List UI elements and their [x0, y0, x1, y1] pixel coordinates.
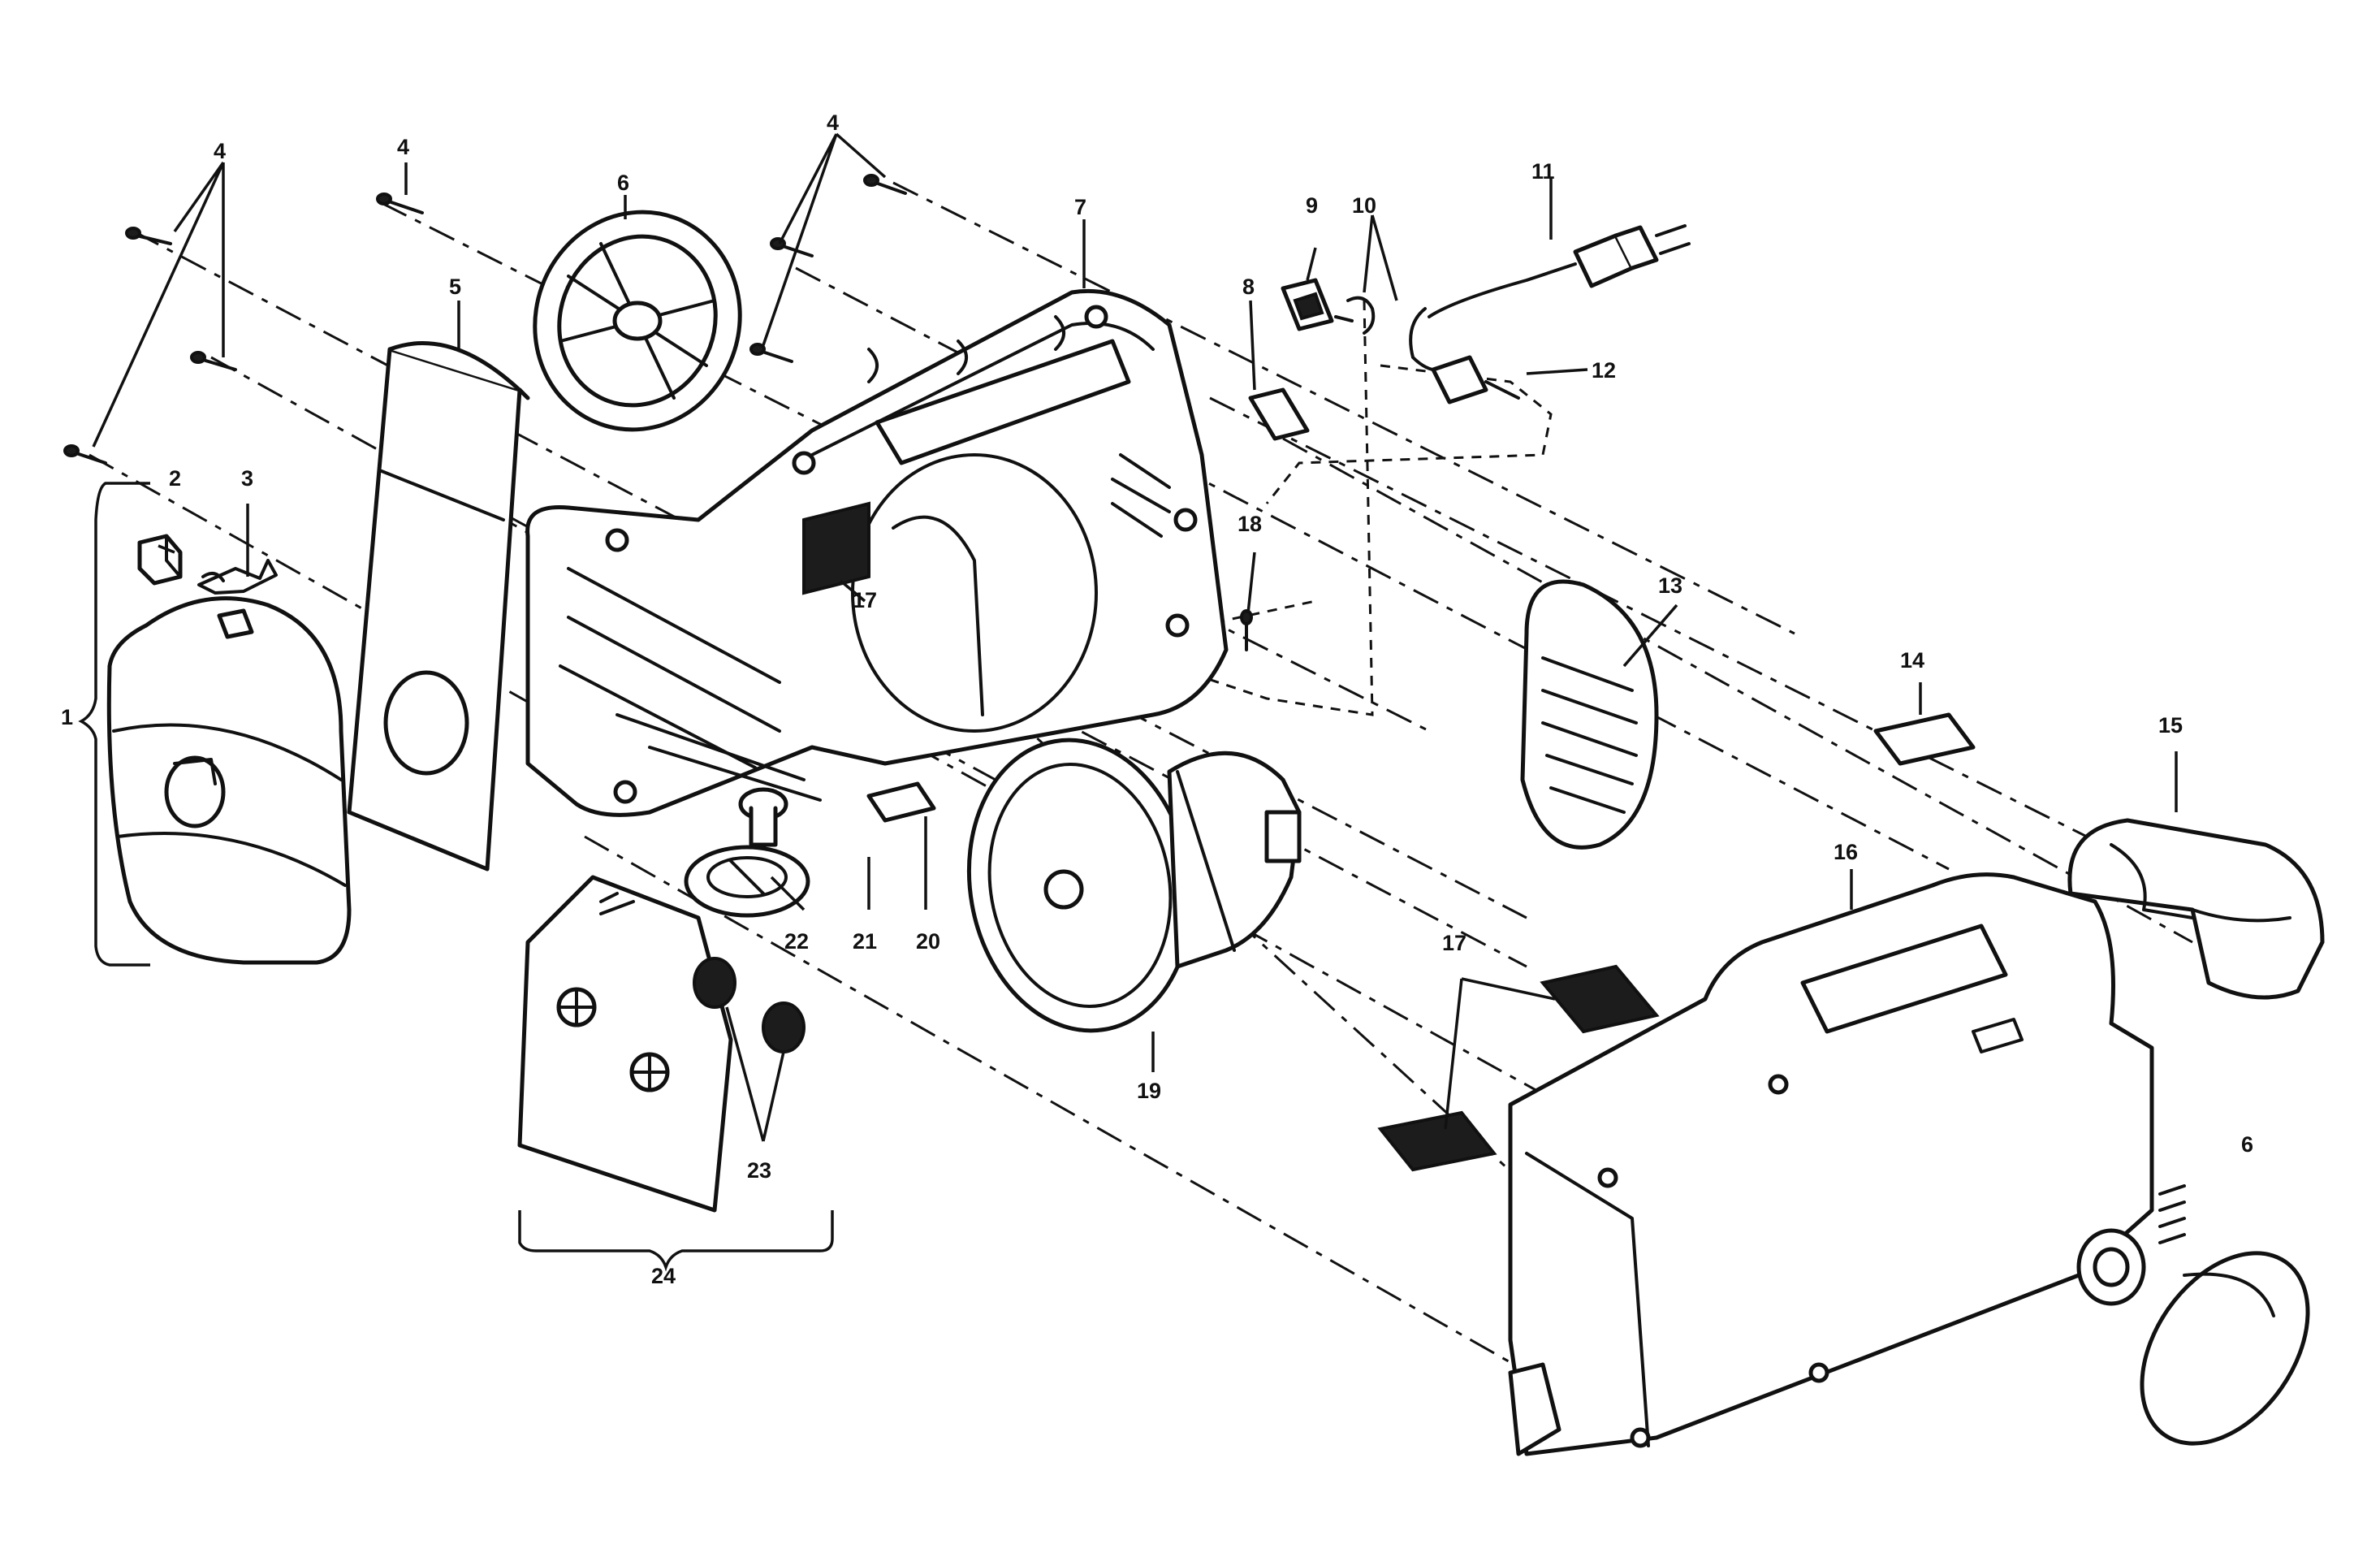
callout-23: 23	[747, 1158, 771, 1183]
front-cover	[106, 596, 352, 965]
callout-4-left: 4	[214, 139, 226, 163]
screw	[376, 193, 424, 214]
callout-3: 3	[241, 466, 253, 491]
motor	[966, 738, 1302, 1033]
callout-16: 16	[1834, 840, 1858, 864]
dirt-tube-seal	[684, 787, 810, 918]
callout-18: 18	[1238, 512, 1262, 536]
wheel-bottom	[2140, 1251, 2310, 1446]
bracket-24	[518, 1210, 834, 1272]
callout-8: 8	[1242, 275, 1255, 299]
callout-20: 20	[916, 929, 940, 954]
handle-grip	[2067, 818, 2325, 1000]
small-screw	[1240, 609, 1253, 651]
bag-retainer	[347, 341, 530, 872]
callout-24: 24	[651, 1264, 676, 1288]
callout-12: 12	[1592, 358, 1616, 383]
callout-4-mid: 4	[397, 135, 409, 159]
callout-9: 9	[1306, 193, 1318, 218]
screw	[770, 237, 814, 257]
switch-bracket	[1248, 387, 1310, 441]
callout-7: 7	[1074, 195, 1086, 219]
callout-15: 15	[2158, 713, 2183, 738]
gasket-block	[866, 781, 936, 823]
filter-upper	[802, 501, 870, 595]
power-cord-plug	[1409, 224, 1691, 372]
cover-plate	[1873, 712, 1976, 766]
callout-11: 11	[1531, 159, 1555, 184]
main-housing	[1508, 872, 2186, 1456]
latch	[137, 534, 183, 586]
callout-6-bottom: 6	[2241, 1132, 2253, 1157]
switch-terminals	[1334, 296, 1376, 335]
filter-lower-a	[1540, 964, 1660, 1034]
callout-19: 19	[1137, 1079, 1161, 1103]
callout-1: 1	[61, 705, 73, 729]
filter-lower-b	[1377, 1110, 1497, 1172]
callout-22: 22	[784, 929, 809, 954]
wheel-top	[533, 210, 742, 432]
callout-5: 5	[449, 275, 461, 299]
latch-spring	[197, 559, 278, 595]
callout-6-top: 6	[617, 171, 629, 195]
callout-10: 10	[1352, 193, 1376, 218]
bracket-1	[78, 482, 150, 967]
callout-21: 21	[853, 929, 877, 954]
screws	[63, 174, 907, 465]
leader-lines	[92, 132, 2178, 1142]
callout-4-right: 4	[827, 110, 839, 135]
callout-17-lower: 17	[1442, 931, 1466, 955]
screw	[125, 227, 172, 245]
screw	[863, 174, 907, 195]
strain-relief	[1431, 355, 1520, 404]
callout-14: 14	[1900, 648, 1924, 673]
filter-discs	[693, 957, 806, 1053]
screw	[63, 444, 107, 465]
screw	[190, 351, 237, 371]
callout-2: 2	[169, 466, 181, 491]
callout-labels: 1 2 3 4 4 4 5 6 6 7 8 9 10 11 12 13 14 1…	[61, 110, 2253, 1288]
callout-13: 13	[1658, 573, 1682, 598]
screw	[749, 343, 793, 363]
filter-door	[517, 875, 733, 1213]
switch	[1281, 278, 1334, 331]
callout-17-upper: 17	[853, 588, 877, 612]
bag-chamber-housing	[525, 288, 1229, 817]
motor-screen	[1520, 579, 1659, 850]
